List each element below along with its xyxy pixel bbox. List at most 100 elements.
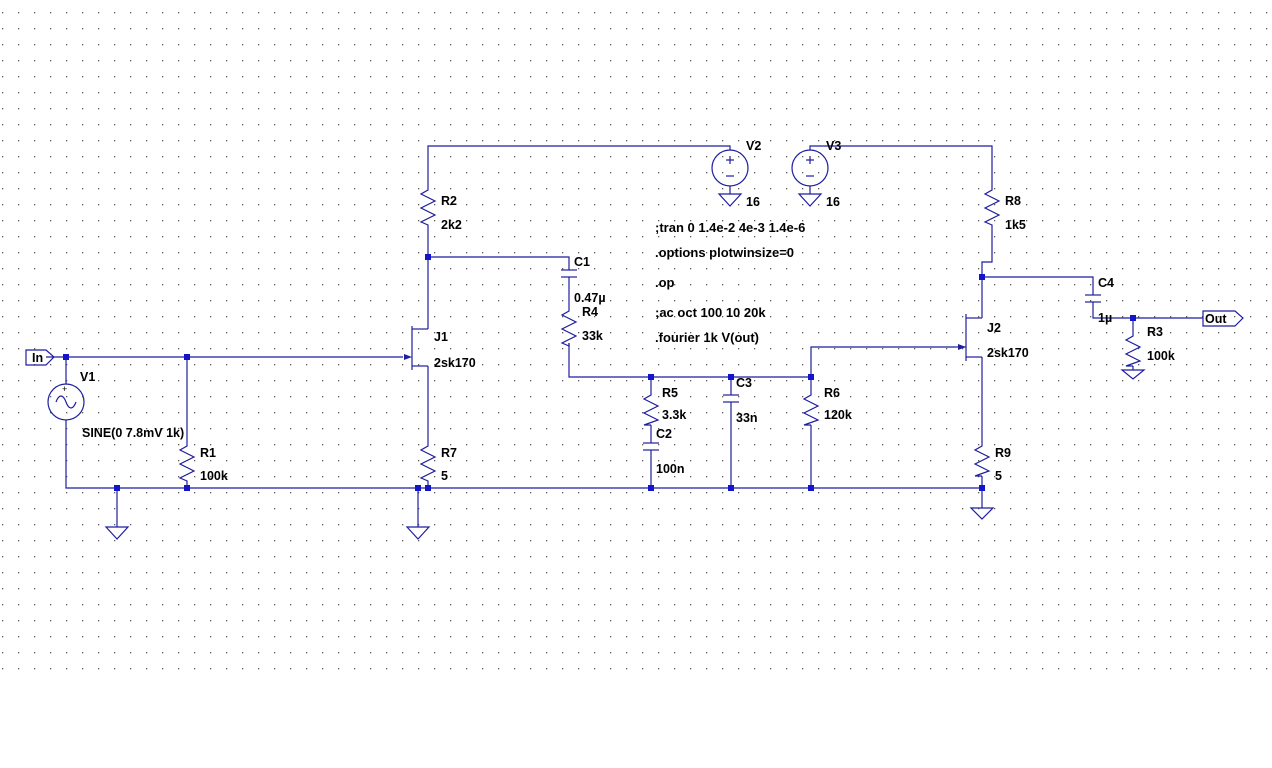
label-c3-name: C3 — [736, 376, 752, 390]
voltage-source-v2-symbol[interactable] — [711, 149, 749, 194]
wire-c4-top[interactable] — [982, 276, 1094, 295]
resistor-r2-symbol[interactable] — [419, 182, 437, 230]
label-r7-name: R7 — [441, 446, 457, 460]
directive-text[interactable]: ;tran 0 1.4e-2 4e-3 1.4e-6 — [655, 220, 805, 235]
ground-icon — [969, 507, 995, 520]
wire-v1-bottom[interactable] — [65, 420, 187, 489]
junction-node — [979, 485, 985, 491]
label-r1-value: 100k — [200, 469, 228, 483]
label-r2-name: R2 — [441, 194, 457, 208]
grounds — [104, 193, 1146, 540]
wire-c1-top[interactable] — [428, 256, 570, 270]
grid-background — [0, 10, 1272, 670]
port-in-label: In — [32, 351, 43, 365]
component-labels: V1 SINE(0 7.8mV 1k) V2 16 V3 16 R1 100k … — [80, 139, 1175, 483]
junction-node — [808, 374, 814, 380]
label-r5-name: R5 — [662, 386, 678, 400]
label-r5-value: 3.3k — [662, 408, 686, 422]
directive-text[interactable]: ;ac oct 100 10 20k — [655, 305, 766, 320]
spice-directives: ;tran 0 1.4e-2 4e-3 1.4e-6 .options plot… — [655, 220, 805, 345]
port-in[interactable]: In — [25, 349, 55, 366]
label-r3-name: R3 — [1147, 325, 1163, 339]
label-r6-name: R6 — [824, 386, 840, 400]
label-c3-value: 33n — [736, 411, 758, 425]
label-r9-value: 5 — [995, 469, 1002, 483]
label-v2-value: 16 — [746, 195, 760, 209]
junction-node — [979, 274, 985, 280]
junction-node — [114, 485, 120, 491]
capacitor-c3-symbol[interactable] — [723, 394, 739, 403]
junction-nodes — [63, 254, 1136, 491]
junction-node — [63, 354, 69, 360]
ground-icon — [405, 526, 431, 540]
label-v2-name: V2 — [746, 139, 761, 153]
junction-node — [415, 485, 421, 491]
port-out[interactable]: Out — [1202, 310, 1244, 327]
ground-icon — [104, 526, 130, 540]
svg-text:+: + — [62, 384, 67, 394]
junction-node — [648, 374, 654, 380]
label-v1-name: V1 — [80, 370, 95, 384]
label-r2-value: 2k2 — [441, 218, 462, 232]
voltage-source-v3-symbol[interactable] — [791, 149, 829, 194]
label-r6-value: 120k — [824, 408, 852, 422]
capacitor-c2-symbol[interactable] — [643, 442, 659, 451]
label-r8-name: R8 — [1005, 194, 1021, 208]
label-c1-value: 0.47µ — [574, 291, 606, 305]
directive-text[interactable]: .op — [655, 275, 675, 290]
label-j1-name: J1 — [434, 330, 448, 344]
label-c2-value: 100n — [656, 462, 685, 476]
port-out-label: Out — [1205, 312, 1227, 326]
directive-text[interactable]: .options plotwinsize=0 — [655, 245, 794, 260]
junction-node — [808, 485, 814, 491]
label-v1-value: SINE(0 7.8mV 1k) — [82, 426, 184, 440]
junction-node — [425, 254, 431, 260]
wire-r8-bottom[interactable] — [981, 230, 993, 318]
wire-output[interactable] — [1092, 302, 1203, 319]
ground-icon — [797, 193, 823, 207]
label-j1-value: 2sk170 — [434, 356, 476, 370]
resistor-r6-symbol[interactable] — [802, 387, 820, 426]
label-c1-name: C1 — [574, 255, 590, 269]
label-j2-value: 2sk170 — [987, 346, 1029, 360]
label-r4-name: R4 — [582, 305, 598, 319]
resistor-r8-symbol[interactable] — [983, 182, 1001, 230]
ground-icon — [1120, 369, 1146, 380]
resistor-r4-symbol[interactable] — [560, 303, 578, 347]
resistor-r1-symbol[interactable] — [178, 438, 196, 488]
label-r9-name: R9 — [995, 446, 1011, 460]
label-c4-name: C4 — [1098, 276, 1114, 290]
jfet-j1-symbol[interactable] — [404, 326, 428, 370]
capacitors — [561, 269, 1101, 451]
resistor-r9-symbol[interactable] — [973, 438, 991, 477]
label-c2-name: C2 — [656, 427, 672, 441]
wire-v2-top[interactable] — [427, 145, 731, 182]
label-j2-name: J2 — [987, 321, 1001, 335]
capacitor-c4-symbol[interactable] — [1085, 294, 1101, 303]
label-r4-value: 33k — [582, 329, 603, 343]
resistor-r3-symbol[interactable] — [1124, 328, 1142, 367]
label-v3-name: V3 — [826, 139, 841, 153]
wire-j2-gate[interactable] — [810, 346, 956, 377]
label-r1-name: R1 — [200, 446, 216, 460]
junction-node — [1130, 315, 1136, 321]
label-r8-value: 1k5 — [1005, 218, 1026, 232]
label-v3-value: 16 — [826, 195, 840, 209]
label-c4-value: 1µ — [1098, 311, 1112, 325]
jfet-j2-symbol[interactable] — [956, 314, 982, 361]
label-r7-value: 5 — [441, 469, 448, 483]
resistor-r7-symbol[interactable] — [419, 438, 437, 488]
junction-node — [184, 354, 190, 360]
directive-text[interactable]: .fourier 1k V(out) — [655, 330, 759, 345]
label-r3-value: 100k — [1147, 349, 1175, 363]
capacitor-c1-symbol[interactable] — [561, 269, 577, 278]
junction-node — [728, 374, 734, 380]
junction-node — [648, 485, 654, 491]
resistors — [178, 182, 1142, 488]
voltage-source-v1-symbol[interactable]: + — [47, 383, 85, 421]
resistor-r5-symbol[interactable] — [642, 387, 660, 426]
junction-node — [728, 485, 734, 491]
ground-icon — [717, 193, 743, 207]
wire-v3-top[interactable] — [809, 145, 993, 182]
